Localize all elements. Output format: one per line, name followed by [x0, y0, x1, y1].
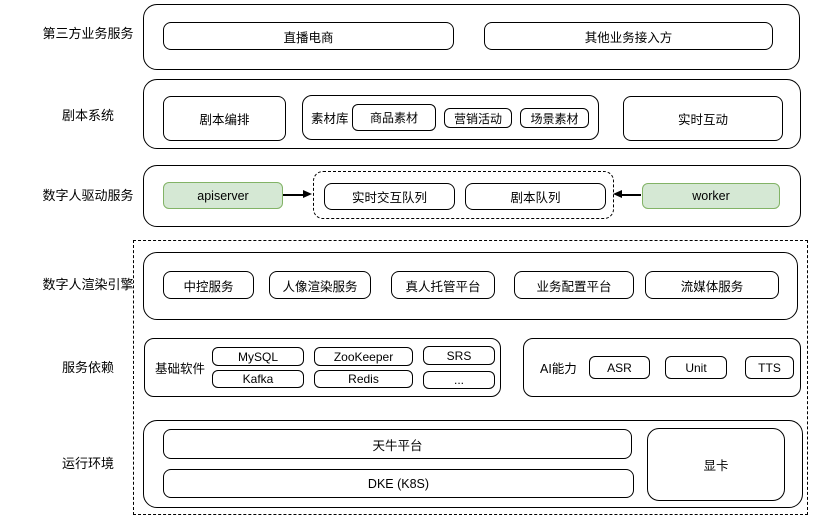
redis-box: Redis: [314, 370, 413, 388]
material-library-label: 素材库: [311, 112, 349, 126]
arrow-left-icon: [613, 190, 622, 198]
marketing-activity-box: 营销活动: [444, 108, 512, 128]
portrait-render-box: 人像渲染服务: [269, 271, 371, 299]
queue-group: 实时交互队列 剧本队列: [313, 171, 614, 219]
business-config-box: 业务配置平台: [514, 271, 634, 299]
ai-capability-label: AI能力: [540, 362, 577, 376]
layer-label-script-system: 剧本系统: [61, 108, 114, 123]
kafka-box: Kafka: [212, 370, 304, 388]
third-party-services-container: 直播电商 其他业务接入方: [143, 4, 800, 70]
tts-box: TTS: [745, 356, 794, 379]
streaming-media-box: 流媒体服务: [645, 271, 779, 299]
asr-box: ASR: [589, 356, 650, 379]
worker-to-queue-arrow-line: [621, 194, 641, 196]
driver-service-container: apiserver 实时交互队列 剧本队列 worker: [143, 165, 801, 227]
central-control-box: 中控服务: [163, 271, 254, 299]
mysql-box: MySQL: [212, 347, 304, 366]
material-library-group: 素材库 商品素材 营销活动 场景素材: [302, 95, 599, 140]
layer-label-dependencies: 服务依赖: [61, 360, 114, 375]
ai-capability-group: AI能力 ASR Unit TTS: [523, 338, 801, 397]
basic-software-label: 基础软件: [155, 362, 206, 376]
layer-label-runtime-env: 运行环境: [61, 456, 114, 471]
more-box: ...: [423, 371, 495, 389]
script-system-container: 剧本编排 素材库 商品素材 营销活动 场景素材 实时互动: [143, 79, 801, 149]
layer-label-third-party: 第三方业务服务: [42, 26, 134, 41]
live-ecommerce-box: 直播电商: [163, 22, 454, 50]
srs-box: SRS: [423, 346, 495, 365]
apiserver-box: apiserver: [163, 182, 283, 209]
unit-box: Unit: [665, 356, 727, 379]
product-material-box: 商品素材: [352, 104, 436, 131]
human-hosting-box: 真人托管平台: [391, 271, 495, 299]
worker-box: worker: [642, 183, 780, 209]
render-engine-container: 中控服务 人像渲染服务 真人托管平台 业务配置平台 流媒体服务: [143, 252, 798, 320]
scene-material-box: 场景素材: [520, 108, 589, 128]
script-orchestration-box: 剧本编排: [163, 96, 286, 141]
realtime-interaction-box: 实时互动: [623, 96, 783, 141]
internal-platform-boundary: [133, 240, 808, 515]
layer-label-driver-service: 数字人驱动服务: [42, 188, 134, 203]
runtime-env-container: 天牛平台 DKE (K8S) 显卡: [143, 420, 803, 508]
other-business-box: 其他业务接入方: [484, 22, 773, 50]
apiserver-to-queue-arrow-line: [283, 194, 304, 196]
dke-k8s-box: DKE (K8S): [163, 469, 634, 498]
zookeeper-box: ZooKeeper: [314, 347, 413, 366]
gpu-box: 显卡: [647, 428, 785, 501]
layer-label-render-engine: 数字人渲染引擎: [42, 277, 134, 292]
basic-software-group: 基础软件 MySQL ZooKeeper SRS Kafka Redis ...: [144, 338, 501, 397]
script-queue-box: 剧本队列: [465, 183, 606, 210]
realtime-queue-box: 实时交互队列: [324, 183, 455, 210]
arrow-right-icon: [303, 190, 312, 198]
tianniu-platform-box: 天牛平台: [163, 429, 632, 459]
